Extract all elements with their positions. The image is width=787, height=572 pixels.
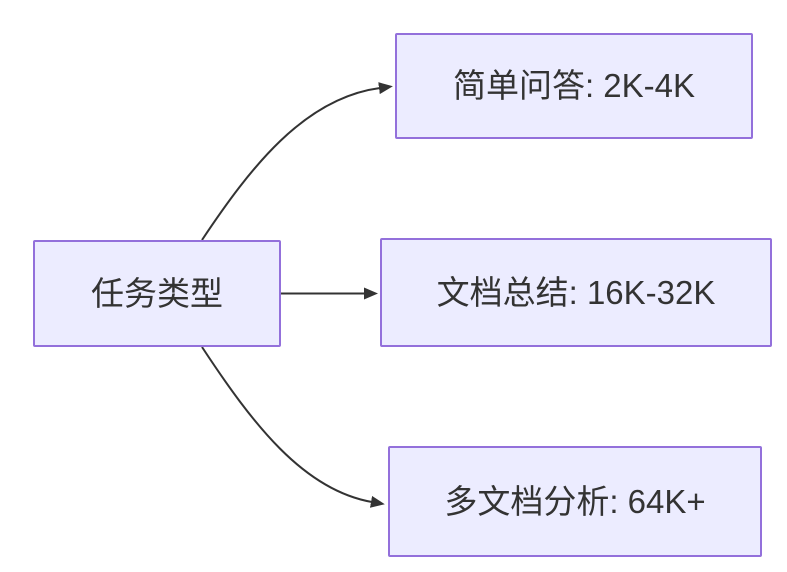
node-multi-doc-label: 多文档分析: 64K+ xyxy=(444,482,706,520)
node-doc-summary-label: 文档总结: 16K-32K xyxy=(436,273,716,311)
node-simple-qa: 简单问答: 2K-4K xyxy=(395,33,753,139)
edge-task-type-to-multi-doc xyxy=(201,346,385,508)
node-task-type-label: 任务类型 xyxy=(91,274,223,312)
node-multi-doc: 多文档分析: 64K+ xyxy=(388,446,762,557)
edge-task-type-to-simple-qa xyxy=(201,82,393,241)
node-simple-qa-label: 简单问答: 2K-4K xyxy=(452,67,696,105)
node-task-type: 任务类型 xyxy=(33,240,281,347)
node-doc-summary: 文档总结: 16K-32K xyxy=(380,238,772,347)
